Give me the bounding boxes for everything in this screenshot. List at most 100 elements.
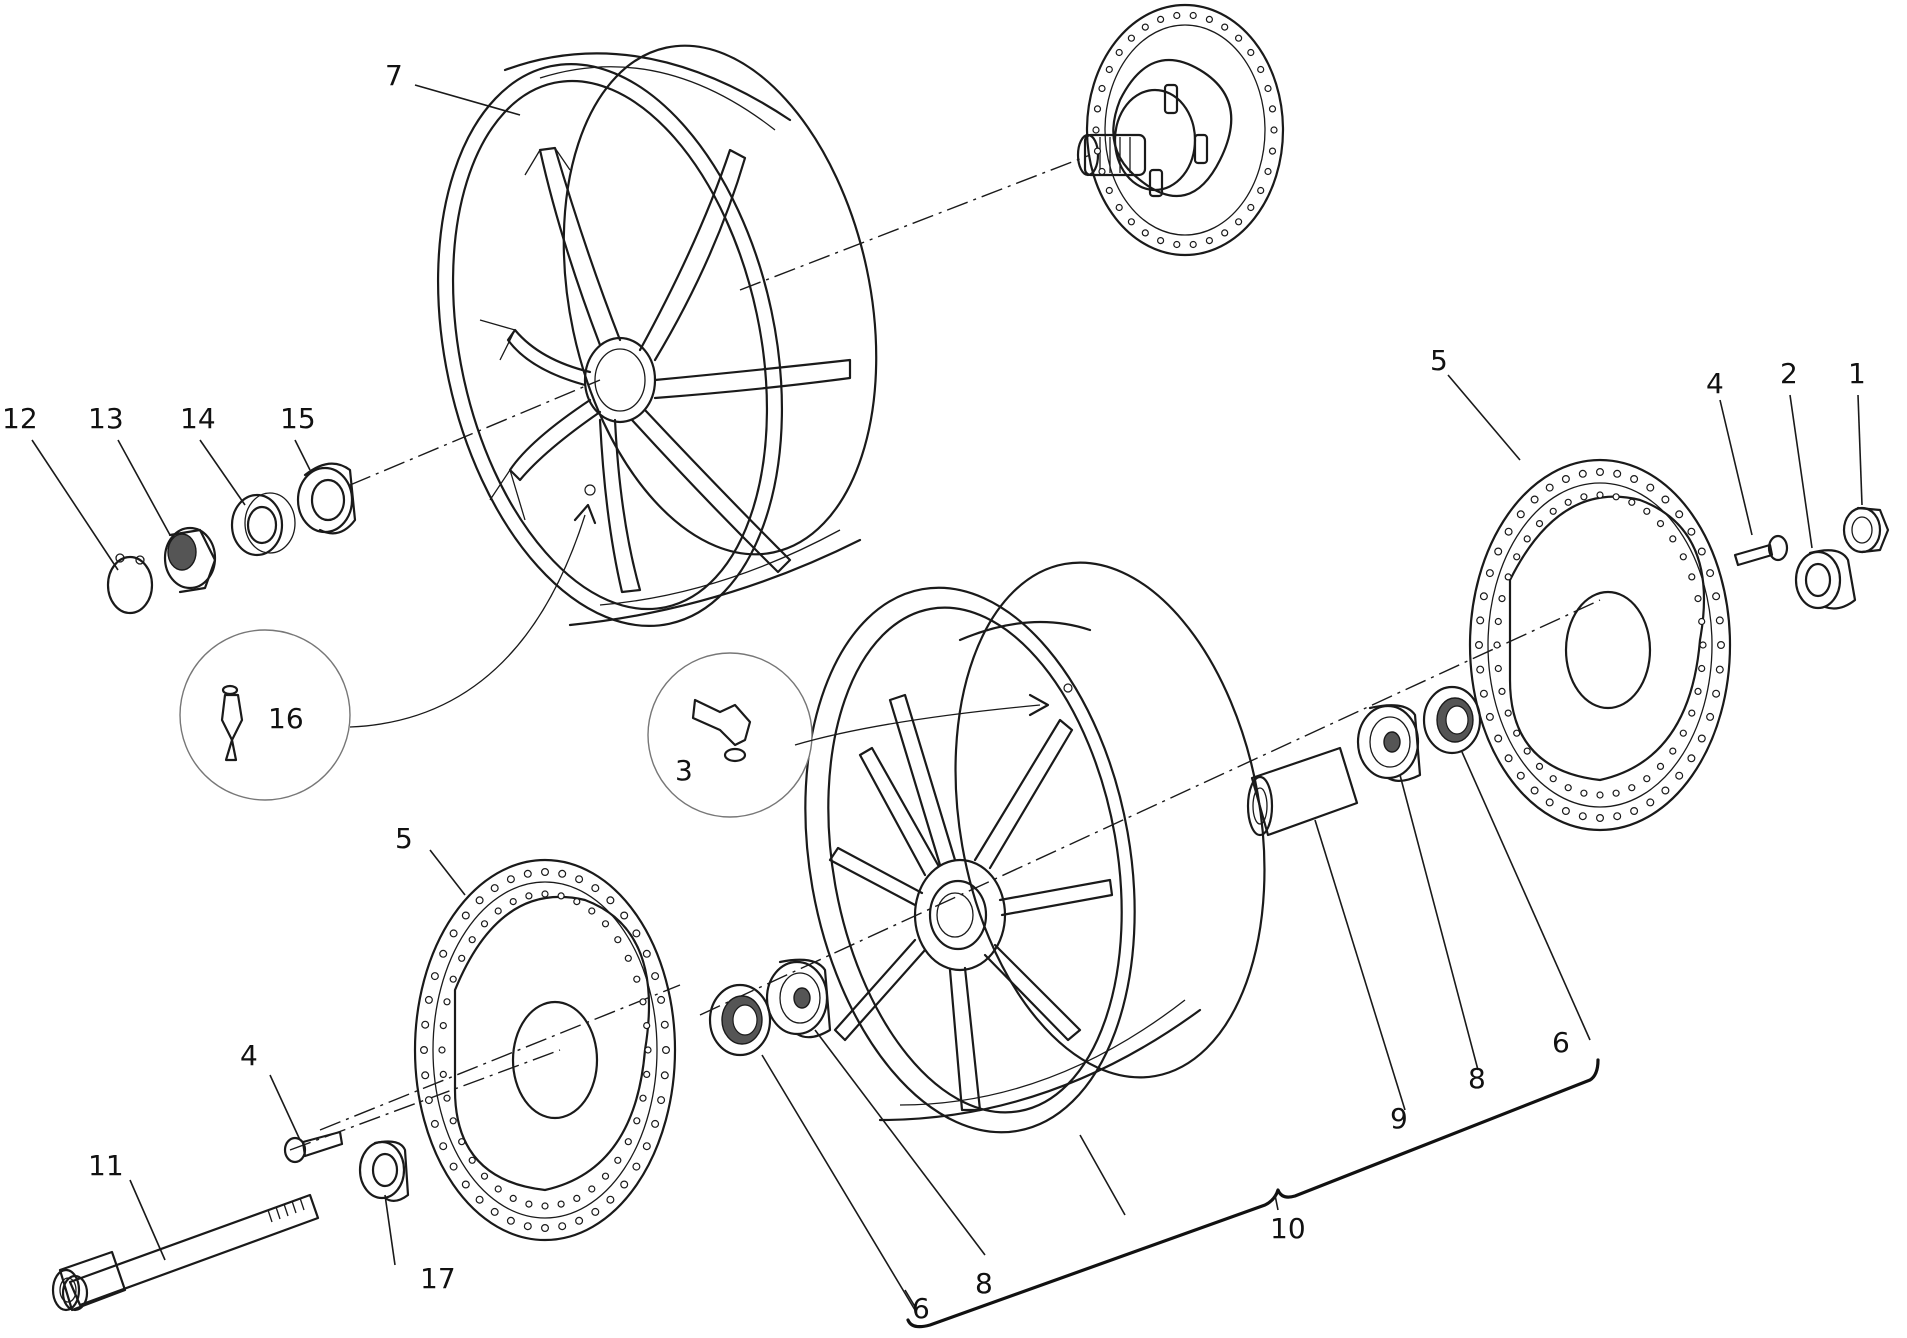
disc-hole xyxy=(439,1070,447,1079)
disc-hole xyxy=(1115,48,1123,57)
disc-hole xyxy=(494,907,502,915)
callout-7: 7 xyxy=(385,59,403,92)
disc-hole xyxy=(1247,203,1255,212)
disc-hole xyxy=(591,884,600,893)
callout-6-left: 6 xyxy=(912,1292,930,1325)
disc-hole xyxy=(490,1207,499,1216)
disc-hole xyxy=(1105,65,1113,74)
disc-hole xyxy=(557,892,565,900)
disc-hole xyxy=(1093,147,1102,155)
disc-hole xyxy=(1476,665,1485,674)
disc-hole xyxy=(1656,762,1665,771)
disc-hole xyxy=(1694,687,1702,696)
callout-4-left: 4 xyxy=(240,1039,258,1072)
disc-hole xyxy=(480,920,489,928)
disc-hole xyxy=(449,929,458,938)
disc-hole xyxy=(509,1194,517,1203)
disc-hole xyxy=(1494,664,1502,673)
disc-hole xyxy=(1205,15,1214,23)
callout-11: 11 xyxy=(88,1149,124,1182)
disc-hole xyxy=(1093,105,1102,113)
callout-5-left: 5 xyxy=(395,822,413,855)
disc-hole xyxy=(506,1216,515,1225)
disc-hole xyxy=(1530,786,1539,795)
disc-hole xyxy=(606,1195,615,1204)
disc-hole xyxy=(1643,775,1651,783)
disc-hole xyxy=(573,897,581,906)
disc-hole xyxy=(1494,617,1502,626)
disc-hole xyxy=(509,897,517,906)
disc-hole xyxy=(1504,527,1513,536)
disc-hole xyxy=(480,1172,489,1180)
disc-hole xyxy=(557,1200,565,1208)
disc-hole xyxy=(1504,709,1512,717)
callout-16: 16 xyxy=(268,702,304,735)
assembly-bracket-10 xyxy=(906,1058,1600,1329)
disc-hole xyxy=(1247,48,1255,57)
callout-13: 13 xyxy=(88,402,124,435)
disc-hole xyxy=(642,949,651,958)
valve-inset-16 xyxy=(179,503,597,801)
disc-hole xyxy=(421,1071,430,1080)
disc-hole xyxy=(660,1020,669,1029)
disc-hole xyxy=(540,1223,549,1232)
disc-hole xyxy=(1205,237,1214,245)
callout-17: 17 xyxy=(420,1262,456,1295)
nut-1 xyxy=(1842,506,1890,554)
circlip-12 xyxy=(106,553,154,615)
disc-hole xyxy=(1698,617,1706,626)
ring-nut-13 xyxy=(163,526,217,594)
disc-hole xyxy=(525,892,533,900)
disc-hole xyxy=(1173,11,1181,20)
disc-hole xyxy=(449,1162,458,1171)
disc-hole xyxy=(657,995,666,1004)
disc-hole xyxy=(639,1094,647,1102)
disc-hole xyxy=(1493,641,1501,649)
bolt-4-right xyxy=(1733,534,1789,567)
disc-hole xyxy=(1494,547,1503,556)
disc-hole xyxy=(540,867,549,876)
disc-hole xyxy=(1679,729,1687,737)
disc-hole xyxy=(1268,147,1277,155)
disc-hole xyxy=(657,1096,666,1105)
disc-hole xyxy=(1630,475,1639,484)
disc-hole xyxy=(1687,754,1696,763)
callout-8-right: 8 xyxy=(1468,1062,1486,1095)
callout-2: 2 xyxy=(1780,357,1798,390)
disc-hole xyxy=(624,954,632,962)
bushing-15 xyxy=(296,462,357,535)
callout-5-right: 5 xyxy=(1430,344,1448,377)
disc-hole xyxy=(1706,712,1715,721)
disc-hole xyxy=(523,869,532,878)
disc-hole xyxy=(1221,23,1229,31)
disc-hole xyxy=(1115,203,1123,212)
disc-hole xyxy=(1105,186,1113,195)
disc-hole xyxy=(632,929,641,938)
disc-hole xyxy=(523,1222,532,1231)
disc-hole xyxy=(1549,507,1557,515)
front-wheel-rim xyxy=(804,561,1266,1134)
disc-hole xyxy=(1156,237,1165,245)
disc-hole xyxy=(1578,812,1587,821)
spacer-17 xyxy=(358,1140,410,1202)
disc-hole xyxy=(1688,709,1696,717)
disc-hole xyxy=(1173,240,1181,249)
disc-hole xyxy=(614,1156,622,1164)
disc-hole xyxy=(424,995,433,1004)
disc-hole xyxy=(1697,734,1706,743)
disc-hole xyxy=(1504,573,1512,581)
disc-hole xyxy=(1545,483,1554,492)
disc-hole xyxy=(1688,573,1696,581)
spacer-tube-9 xyxy=(1246,746,1359,837)
disc-hole xyxy=(438,1046,446,1054)
disc-hole xyxy=(541,1202,549,1210)
disc-hole xyxy=(1498,687,1506,696)
disc-hole xyxy=(1613,469,1622,478)
disc-hole xyxy=(1661,786,1670,795)
disc-hole xyxy=(490,884,499,893)
disc-hole xyxy=(1715,665,1724,674)
disc-hole xyxy=(1580,493,1588,501)
disc-hole xyxy=(1234,34,1243,42)
disc-hole xyxy=(1564,784,1572,792)
